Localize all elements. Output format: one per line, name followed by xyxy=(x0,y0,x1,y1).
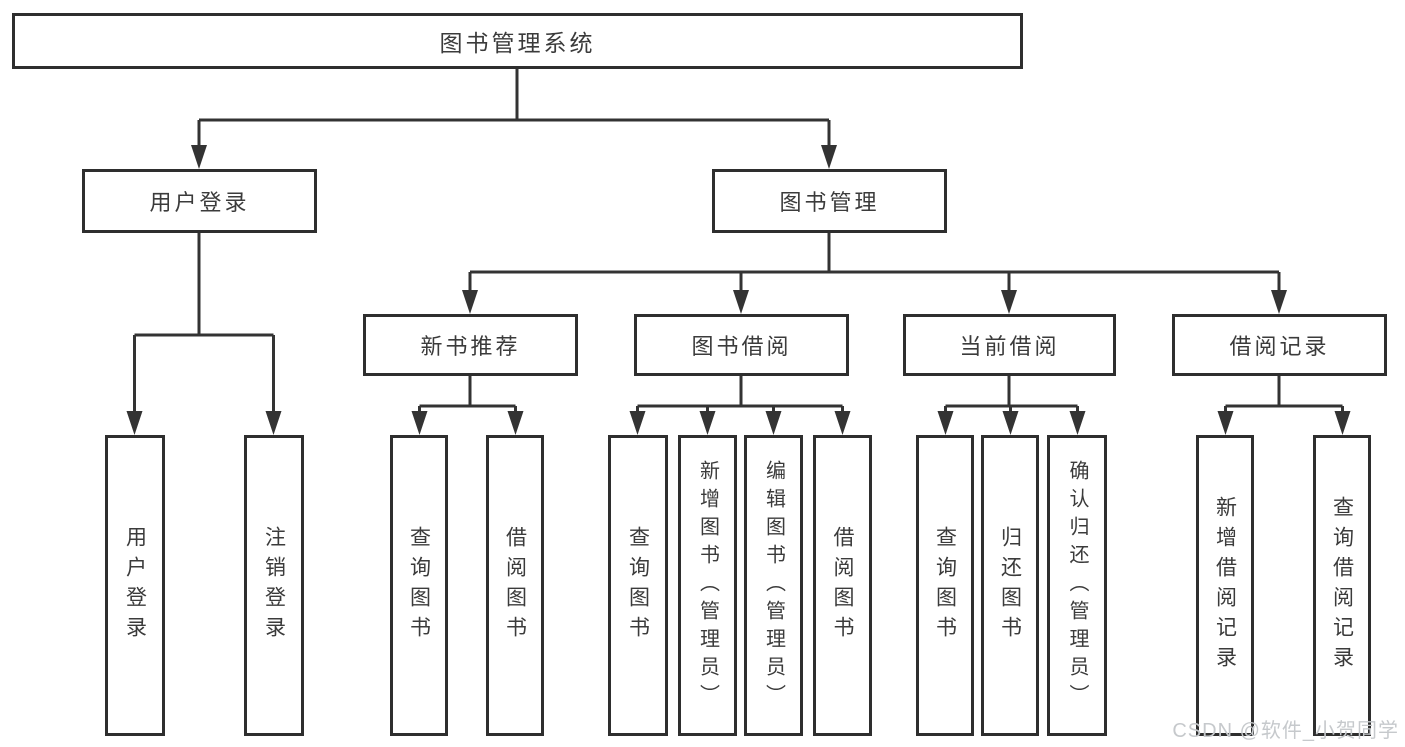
node-book-borrow: 图书借阅 xyxy=(634,314,849,376)
leaf-cb-query-books-label: 查询图书 xyxy=(933,525,957,646)
node-root-label: 图书管理系统 xyxy=(439,30,596,56)
node-user-login: 用户登录 xyxy=(82,169,317,233)
node-new-book-recommend-label: 新书推荐 xyxy=(420,334,521,359)
node-root: 图书管理系统 xyxy=(12,13,1023,69)
leaf-nb-borrow-books: 借阅图书 xyxy=(486,435,544,736)
leaf-cb-return-books-label: 归还图书 xyxy=(998,525,1022,646)
leaf-user-login: 用户登录 xyxy=(105,435,165,736)
leaf-logout: 注销登录 xyxy=(244,435,304,736)
leaf-user-login-label: 用户登录 xyxy=(123,525,147,646)
node-borrow-records-label: 借阅记录 xyxy=(1229,334,1330,359)
leaf-br-query-record-label: 查询借阅记录 xyxy=(1330,495,1354,676)
leaf-bb-add-books-admin-label: 新增图书（管理员） xyxy=(696,459,719,712)
node-current-borrow: 当前借阅 xyxy=(903,314,1116,376)
leaf-bb-query-books: 查询图书 xyxy=(608,435,668,736)
node-user-login-label: 用户登录 xyxy=(149,190,250,215)
node-book-management: 图书管理 xyxy=(712,169,947,233)
leaf-br-add-record: 新增借阅记录 xyxy=(1196,435,1254,736)
node-current-borrow-label: 当前借阅 xyxy=(959,334,1060,359)
leaf-cb-query-books: 查询图书 xyxy=(916,435,974,736)
leaf-logout-label: 注销登录 xyxy=(262,525,286,646)
leaf-cb-confirm-return-admin: 确认归还（管理员） xyxy=(1047,435,1107,736)
node-new-book-recommend: 新书推荐 xyxy=(363,314,578,376)
leaf-br-add-record-label: 新增借阅记录 xyxy=(1213,495,1237,676)
leaf-br-query-record: 查询借阅记录 xyxy=(1313,435,1371,736)
leaf-nb-borrow-books-label: 借阅图书 xyxy=(503,525,527,646)
node-book-borrow-label: 图书借阅 xyxy=(691,334,792,359)
leaf-nb-query-books: 查询图书 xyxy=(390,435,448,736)
leaf-bb-add-books-admin: 新增图书（管理员） xyxy=(678,435,737,736)
arrowheads xyxy=(126,145,1351,435)
leaf-bb-query-books-label: 查询图书 xyxy=(626,525,650,646)
node-book-management-label: 图书管理 xyxy=(779,190,880,215)
node-borrow-records: 借阅记录 xyxy=(1172,314,1387,376)
leaf-bb-borrow-books-label: 借阅图书 xyxy=(831,525,854,646)
leaf-bb-borrow-books: 借阅图书 xyxy=(813,435,872,736)
leaf-bb-edit-books-admin-label: 编辑图书（管理员） xyxy=(762,459,785,712)
leaf-bb-edit-books-admin: 编辑图书（管理员） xyxy=(744,435,803,736)
leaf-nb-query-books-label: 查询图书 xyxy=(407,525,431,646)
leaf-cb-return-books: 归还图书 xyxy=(981,435,1039,736)
leaf-cb-confirm-return-admin-label: 确认归还（管理员） xyxy=(1066,459,1088,712)
